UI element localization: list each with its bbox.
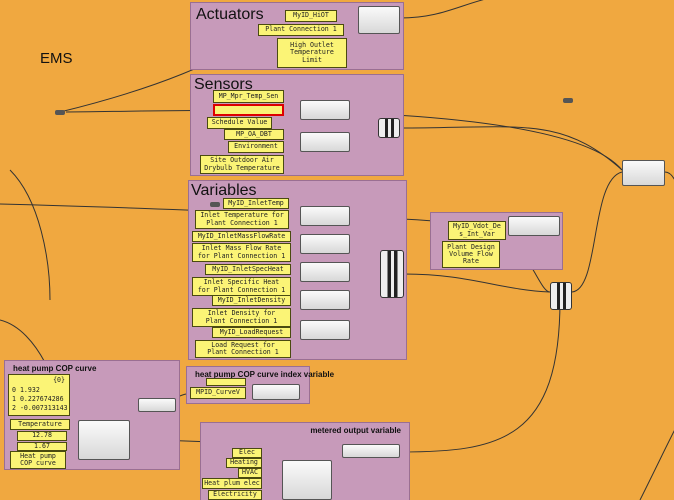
actuators-title: Actuators <box>196 6 264 23</box>
cop-curve-title: heat pump COP curve <box>13 364 97 373</box>
environment-panel[interactable]: Environment <box>228 141 284 153</box>
sensor-id-panel[interactable]: MP_Mpr_Temp_Sen <box>213 90 284 103</box>
metered-output-component[interactable] <box>342 444 400 458</box>
schedule-value-panel[interactable]: Schedule Value <box>207 117 272 129</box>
inlet-mass-flow-id-panel[interactable]: MyID_InletMassFlowRate <box>192 231 291 242</box>
variables-title: Variables <box>191 182 257 199</box>
variable-component-2[interactable] <box>300 234 350 254</box>
ems-title: EMS <box>40 50 73 67</box>
cop-curve-name-panel[interactable]: Heat pump COP curve <box>10 451 66 469</box>
list-item: 1 0.227674286 <box>12 395 64 403</box>
heat-plum-elec-panel[interactable]: Heat plum elec <box>202 478 262 489</box>
relay-actuator[interactable] <box>563 98 573 103</box>
variable-component-3[interactable] <box>300 262 350 282</box>
outdoor-dbt-id-panel[interactable]: MP_OA_DBT <box>224 129 284 140</box>
ems-output-component[interactable] <box>622 160 665 186</box>
cop-index-id-panel[interactable]: MPID_CurveV <box>190 387 246 399</box>
inlet-density-id-panel[interactable]: MyID_InletDensity <box>212 295 291 306</box>
internal-variable-component[interactable] <box>508 216 560 236</box>
load-request-panel[interactable]: Load Request for Plant Connection 1 <box>195 340 291 358</box>
sensor-component-2[interactable] <box>300 132 350 152</box>
electricity-panel[interactable]: Electricity <box>208 490 262 500</box>
list-item: 2 -0.007313143 <box>12 404 68 412</box>
list-item: 0 1.932 <box>12 386 40 394</box>
sensor-merge-component[interactable] <box>378 118 400 138</box>
relay-variables[interactable] <box>210 202 220 207</box>
inlet-mass-flow-panel[interactable]: Inlet Mass Flow Rate for Plant Connectio… <box>192 243 291 262</box>
hvac-panel[interactable]: HVAC <box>238 468 262 478</box>
variable-component-5[interactable] <box>300 320 350 340</box>
sensors-title: Sensors <box>194 76 253 93</box>
second-value-panel[interactable]: 1.67 <box>17 442 67 451</box>
inlet-temp-id-panel[interactable]: MyID_InletTemp <box>223 198 289 209</box>
cop-index-empty-panel[interactable] <box>206 378 246 386</box>
outdoor-drybulb-panel[interactable]: Site Outdoor Air Drybulb Temperature <box>200 155 284 174</box>
plant-connection-panel[interactable]: Plant Connection 1 <box>258 24 344 36</box>
actuator-component[interactable] <box>358 6 400 34</box>
relay-ems[interactable] <box>55 110 65 115</box>
cop-index-title: heat pump COP curve index variable <box>195 370 335 379</box>
inlet-spec-heat-id-panel[interactable]: MyID_InletSpecHeat <box>205 264 291 275</box>
list-header: {0} <box>53 376 65 384</box>
cop-curve-component[interactable] <box>78 420 130 460</box>
metered-title: metered output variable <box>310 426 401 435</box>
variable-component-4[interactable] <box>300 290 350 310</box>
final-merge-component[interactable] <box>550 282 572 310</box>
inlet-temperature-panel[interactable]: Inlet Temperature for Plant Connection 1 <box>195 210 289 229</box>
cop-list-component[interactable] <box>138 398 176 412</box>
inlet-specific-heat-panel[interactable]: Inlet Specific Heat for Plant Connection… <box>192 277 291 296</box>
load-request-id-panel[interactable]: MyID_LoadRequest <box>212 327 291 338</box>
sensor-component-1[interactable] <box>300 100 350 120</box>
inlet-density-panel[interactable]: Inlet Density for Plant Connection 1 <box>192 308 291 327</box>
variable-merge-component[interactable] <box>380 250 404 298</box>
high-outlet-temperature-panel[interactable]: High Outlet Temperature Limit <box>277 38 347 68</box>
temperature-panel[interactable]: Temperature <box>10 419 70 430</box>
elec-panel[interactable]: Elec <box>232 448 262 458</box>
plant-design-volume-panel[interactable]: Plant Design Volume Flow Rate <box>442 241 500 268</box>
heating-panel[interactable]: Heating <box>226 458 262 468</box>
temperature-value-panel[interactable]: 12.78 <box>17 431 67 441</box>
metered-component[interactable] <box>282 460 332 500</box>
cop-index-component[interactable] <box>252 384 300 400</box>
cop-coefficients-list[interactable]: {0} 0 1.932 1 0.227674286 2 -0.007313143 <box>8 374 70 416</box>
vdot-des-id-panel[interactable]: MyID_Vdot_De s_Int_Var <box>448 221 506 240</box>
sensor-empty-panel[interactable] <box>213 104 284 116</box>
variable-component-1[interactable] <box>300 206 350 226</box>
actuator-id-panel[interactable]: MyID_HiOT <box>285 10 337 22</box>
